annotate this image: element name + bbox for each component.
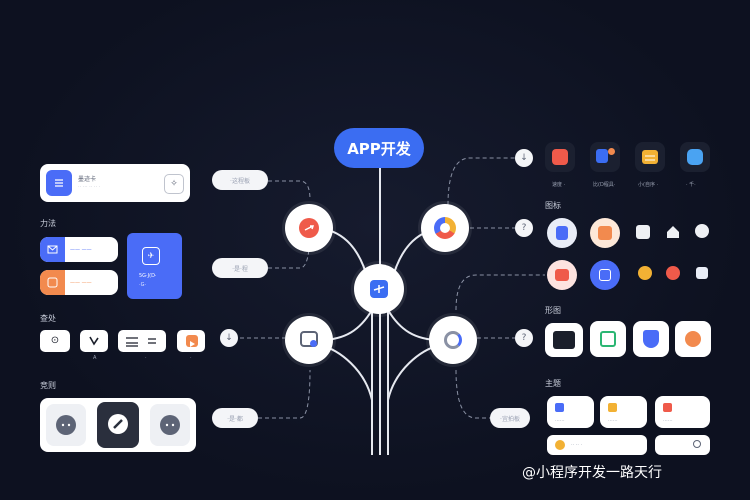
tile-doc[interactable] (590, 321, 626, 357)
chat-bubble-icon (687, 149, 703, 165)
left-row-b: —— —— (40, 270, 118, 295)
down-arrow-dot-left: ↓ (220, 329, 238, 347)
shield-icon (643, 330, 659, 348)
timer-icon[interactable] (666, 266, 680, 280)
left-top-card: 墨迹卡 ·· ··· ·· ·· · ✧ (40, 164, 190, 202)
section-label-c: 主题 (545, 379, 561, 388)
home-icon[interactable] (666, 224, 680, 238)
section-label-3: 竞则 (40, 381, 56, 390)
question-dot-right-1: ? (515, 219, 533, 237)
toolbar-btn-3[interactable] (118, 330, 166, 352)
left-bottom-card (40, 398, 196, 452)
top-card-subtitle: ·· ··· ·· ·· · (78, 184, 101, 190)
brush-icon (552, 149, 568, 165)
robot-icon[interactable] (636, 225, 650, 239)
search-small[interactable] (655, 435, 710, 455)
title-text: APP开发 (347, 139, 411, 158)
section-label-b: 形图 (545, 306, 561, 315)
color-wheel-icon (434, 217, 456, 239)
message-tile[interactable] (150, 404, 190, 446)
tile-shield[interactable] (633, 321, 669, 357)
chat-icon (56, 415, 76, 435)
app-icon-wallet[interactable] (635, 142, 665, 172)
lock-icon (599, 269, 611, 281)
cloud-arrow-icon (299, 218, 319, 238)
pill-bottom-left: ·是·都 (212, 408, 258, 428)
edit-tile[interactable] (97, 402, 139, 448)
watermark: @小程序开发一路天行 (522, 462, 662, 482)
folder-small-icon (608, 403, 617, 412)
play-icon (186, 335, 198, 347)
sparkle-icon: ✧ (164, 174, 184, 194)
toolbar-btn-4[interactable] (177, 330, 205, 352)
top-card-title: 墨迹卡 (78, 176, 97, 183)
icon-circle-gift[interactable] (590, 218, 620, 248)
video-icon (555, 269, 569, 281)
icon-circle-lock[interactable] (590, 260, 620, 290)
pill-bottom-right: ·宜拍板 (490, 408, 530, 428)
app-icon-chat[interactable] (680, 142, 710, 172)
node-top-left (285, 204, 333, 252)
search-bar[interactable]: ·· ·· · (547, 435, 647, 455)
app-icon-flow[interactable] (590, 142, 620, 172)
grid-card-2[interactable]: ······ (600, 396, 647, 428)
center-node (354, 264, 404, 314)
grid-card-1[interactable]: ······ (547, 396, 594, 428)
gift-icon (598, 226, 612, 240)
app-icon-brush[interactable] (545, 142, 575, 172)
icon-circle-file[interactable] (547, 218, 577, 248)
section-label-1: 力法 (40, 219, 56, 228)
user-icon (685, 331, 701, 347)
left-blue-card: ✈ 5G·J(D· ·G· (127, 233, 182, 299)
file-icon (556, 226, 568, 240)
question-dot-right-2: ? (515, 329, 533, 347)
mail-icon (40, 237, 65, 262)
tile-window[interactable] (545, 323, 583, 357)
node-bottom-right (429, 316, 477, 364)
pin-icon[interactable] (695, 224, 709, 238)
plane-icon (370, 280, 388, 298)
menu-icon (46, 170, 72, 196)
grid-card-3[interactable]: ······ (655, 396, 710, 428)
magic-wand-icon[interactable] (638, 266, 652, 280)
browser-settings-icon (300, 331, 318, 347)
title-pill: APP开发 (334, 128, 424, 168)
message-icon (160, 415, 180, 435)
node-top-right (421, 204, 469, 252)
alert-small-icon (663, 403, 672, 412)
doc-icon (600, 331, 616, 347)
window-icon (553, 331, 575, 349)
plane-icon: ✈ (142, 247, 160, 265)
wallet-icon (642, 150, 658, 164)
pencil-icon (108, 414, 128, 434)
icon-circle-video[interactable] (547, 260, 577, 290)
down-arrow-dot-right: ↓ (515, 149, 533, 167)
node-bottom-left (285, 316, 333, 364)
pill-mid-left: ·是·程 (212, 258, 268, 278)
refresh-ring-icon (444, 331, 462, 349)
cube-icon[interactable] (696, 267, 708, 279)
watermark-text: @小程序开发一路天行 (522, 465, 662, 481)
section-label-a: 图标 (545, 201, 561, 210)
pill-top-left: ·这程板 (212, 170, 268, 190)
box-icon (40, 270, 65, 295)
left-row-a: —— —— (40, 237, 118, 262)
chat-small-icon (555, 403, 564, 412)
tile-user[interactable] (675, 321, 711, 357)
emoji-icon (555, 440, 565, 450)
toolbar-btn-1[interactable]: ⊙ (40, 330, 70, 352)
flow-icon (596, 149, 608, 163)
search-icon (693, 440, 701, 448)
section-label-2: 查处 (40, 314, 56, 323)
chat-tile[interactable] (46, 404, 86, 446)
toolbar-btn-2[interactable] (80, 330, 108, 352)
